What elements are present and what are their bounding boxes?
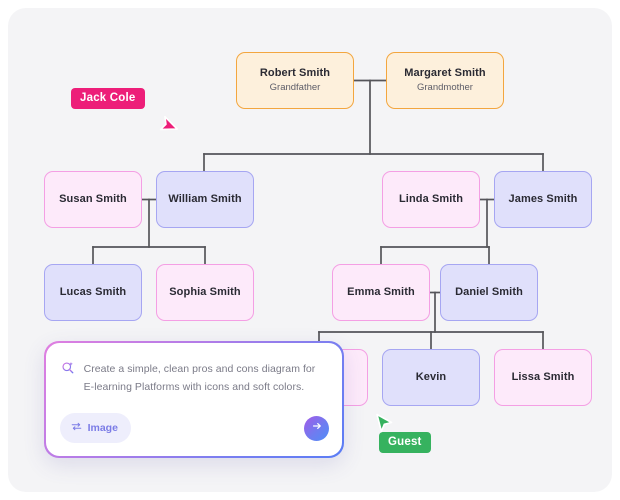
tree-node-role: Grandmother [417, 82, 473, 94]
tree-node-name: Kevin [415, 370, 447, 383]
tree-node-name: Linda Smith [398, 192, 464, 205]
ai-sparkle-search-icon [61, 361, 75, 397]
cursor-pointer-jack [159, 115, 178, 131]
tree-node-linda[interactable]: Linda Smith [382, 171, 480, 228]
cursor-badge-guest: Guest [379, 432, 431, 453]
tree-node-name: Daniel Smith [455, 285, 523, 298]
tree-node-name: Emma Smith [347, 285, 415, 298]
tree-node-kevin[interactable]: Kevin [382, 349, 480, 406]
tree-node-name: Margaret Smith [404, 66, 486, 79]
tree-node-susan[interactable]: Susan Smith [44, 171, 142, 228]
tree-node-name: James Smith [508, 192, 578, 205]
arrow-right-icon [311, 419, 323, 437]
ai-prompt-card[interactable]: Create a simple, clean pros and cons dia… [44, 341, 344, 458]
tree-node-name: Lucas Smith [59, 285, 127, 298]
tree-node-emma[interactable]: Emma Smith [332, 264, 430, 321]
cursor-pointer-guest [376, 413, 393, 433]
tree-node-sophia[interactable]: Sophia Smith [156, 264, 254, 321]
tree-node-name: Susan Smith [59, 192, 127, 205]
tree-node-name: Robert Smith [259, 66, 331, 79]
tree-node-lissa[interactable]: Lissa Smith [494, 349, 592, 406]
tree-node-lucas[interactable]: Lucas Smith [44, 264, 142, 321]
prompt-text[interactable]: Create a simple, clean pros and cons dia… [83, 362, 316, 393]
image-chip-label: Image [87, 422, 118, 435]
tree-node-daniel[interactable]: Daniel Smith [440, 264, 538, 321]
tree-node-name: Lissa Smith [511, 370, 575, 383]
tree-node-role: Grandfather [269, 82, 321, 94]
tree-node-name: Sophia Smith [169, 285, 241, 298]
image-mode-chip[interactable]: Image [59, 413, 131, 444]
tree-node-james[interactable]: James Smith [494, 171, 592, 228]
cursor-badge-jack: Jack Cole [71, 88, 145, 109]
swap-arrows-icon [71, 419, 82, 437]
tree-node-name: William Smith [168, 192, 242, 205]
tree-node-william[interactable]: William Smith [156, 171, 254, 228]
send-button[interactable] [304, 415, 330, 441]
